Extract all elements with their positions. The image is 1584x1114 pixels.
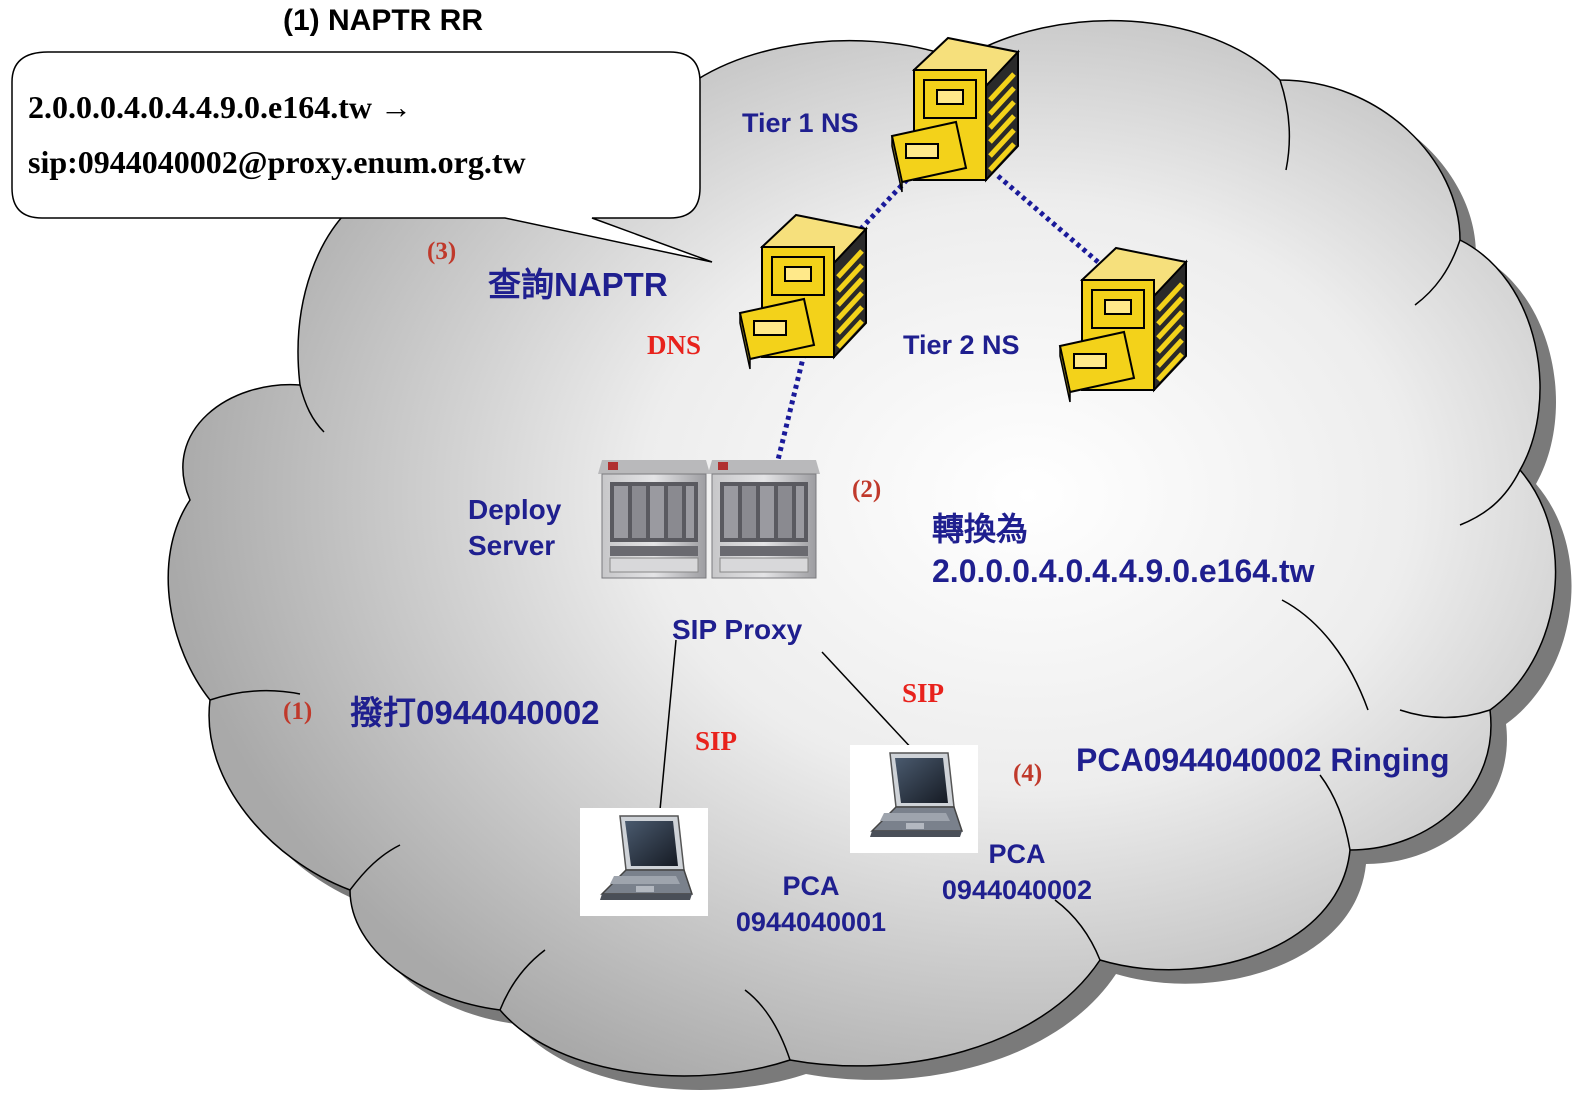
- dial-label: 撥打0944040002: [350, 694, 600, 731]
- pca2-label-line-1: PCA: [988, 839, 1046, 869]
- callout-line-1: 2.0.0.0.4.0.4.4.9.0.e164.tw →: [28, 89, 412, 125]
- deploy-label-line-1: Deploy: [468, 494, 562, 525]
- pca-0944040001-laptop-icon: [579, 807, 709, 917]
- step-1-marker: (1): [283, 698, 313, 725]
- sip-label-left: SIP: [695, 726, 738, 756]
- tier1-ns-label: Tier 1 NS: [742, 108, 859, 138]
- pca1-label-line-2: 0944040001: [735, 907, 887, 937]
- pca1-label: PCA 0944040001: [726, 868, 896, 940]
- dns-label: DNS: [647, 330, 702, 360]
- sip-label-right: SIP: [902, 678, 945, 708]
- pca2-label-line-2: 0944040002: [941, 875, 1093, 905]
- query-naptr-label: 查詢NAPTR: [488, 266, 668, 303]
- step-4-marker: (4): [1013, 760, 1043, 787]
- deploy-label-line-2: Server: [468, 530, 556, 561]
- deploy-server-label: Deploy Server: [468, 492, 561, 564]
- callout-line-2: sip:0944040002@proxy.enum.org.tw: [28, 144, 526, 180]
- sip-links: [659, 639, 916, 811]
- naptr-callout-bubble: [11, 51, 713, 263]
- callout-title: (1) NAPTR RR: [283, 4, 483, 37]
- pca2-label: PCA 0944040002: [932, 836, 1102, 908]
- convert-label-line-1: 轉換為: [932, 511, 1029, 547]
- cloud-shape: [167, 19, 1557, 1077]
- step-2-marker: (2): [852, 476, 882, 503]
- convert-label-line-2: 2.0.0.0.4.0.4.4.9.0.e164.tw: [932, 553, 1315, 589]
- pca1-label-line-1: PCA: [782, 871, 840, 901]
- tier2-ns-label: Tier 2 NS: [903, 330, 1020, 360]
- ringing-label: PCA0944040002 Ringing: [1076, 742, 1450, 778]
- callout-body: 2.0.0.0.4.0.4.4.9.0.e164.tw → sip:094404…: [28, 80, 526, 190]
- step-3-marker: (3): [427, 238, 457, 265]
- convert-label: 轉換為 2.0.0.0.4.0.4.4.9.0.e164.tw: [932, 508, 1315, 592]
- sip-proxy-label: SIP Proxy: [672, 614, 803, 645]
- dns-links: [775, 166, 1100, 461]
